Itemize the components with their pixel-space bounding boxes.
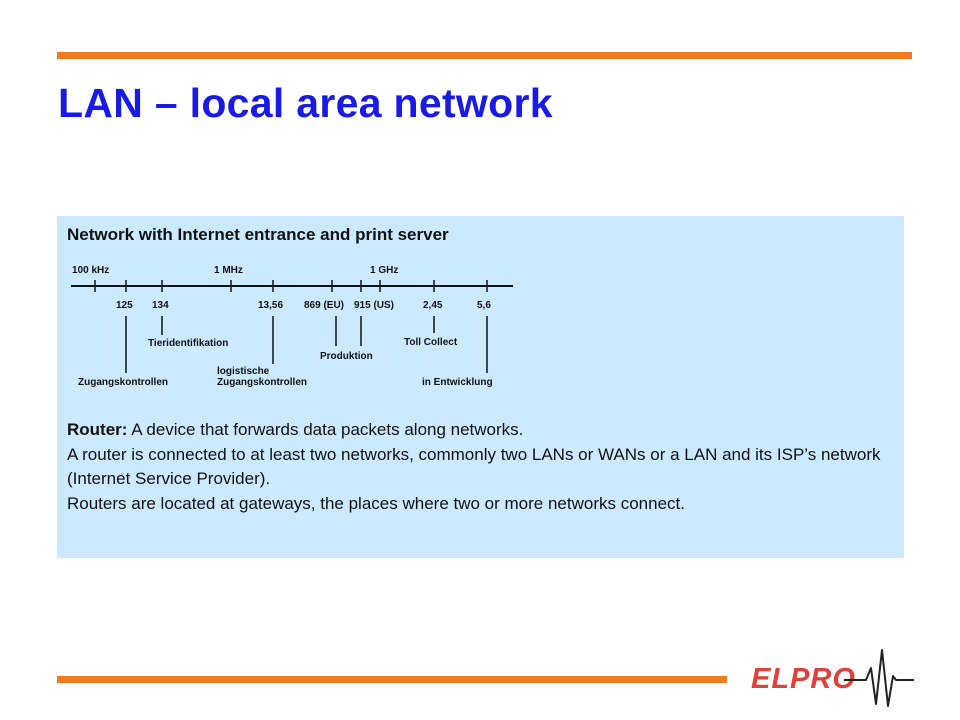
router-description: Router: A device that forwards data pack… — [67, 418, 897, 516]
logo-pulse-icon — [844, 649, 914, 707]
label-125: 125 — [116, 300, 133, 311]
callout-logistische-zugangskontrollen: Zugangskontrollen — [217, 377, 307, 388]
label-134: 134 — [152, 300, 169, 311]
frequency-diagram: 100 kHz 1 MHz 1 GHz 125 134 13,56 869 (E… — [71, 265, 513, 388]
bottom-accent-bar — [57, 676, 727, 683]
logo-text: ELPRO — [751, 663, 856, 695]
panel-heading: Network with Internet entrance and print… — [67, 225, 449, 244]
label-869-eu: 869 (EU) — [304, 300, 344, 311]
callout-toll-collect: Toll Collect — [404, 337, 458, 348]
router-definition-text: A device that forwards data packets alon… — [127, 420, 524, 439]
top-accent-bar — [57, 52, 912, 59]
label-1mhz: 1 MHz — [214, 265, 243, 276]
label-100khz: 100 kHz — [72, 265, 109, 276]
router-definition: Router: A device that forwards data pack… — [67, 418, 897, 443]
router-term: Router: — [67, 420, 128, 439]
callout-zugangskontrollen: Zugangskontrollen — [78, 377, 168, 388]
callout-in-entwicklung: in Entwicklung — [422, 377, 493, 388]
label-915-us: 915 (US) — [354, 300, 394, 311]
label-13-56: 13,56 — [258, 300, 283, 311]
slide-title: LAN – local area network — [58, 80, 553, 126]
router-location-text: Routers are located at gateways, the pla… — [67, 493, 685, 513]
callout-logistische: logistische — [217, 366, 270, 377]
callout-produktion: Produktion — [320, 351, 373, 362]
label-5-6: 5,6 — [477, 300, 491, 311]
label-2-45: 2,45 — [423, 300, 443, 311]
content-panel: Network with Internet entrance and print… — [57, 216, 904, 558]
router-connection-text: A router is connected to at least two ne… — [67, 444, 881, 489]
label-1ghz: 1 GHz — [370, 265, 398, 276]
elpro-logo: ELPRO — [751, 649, 914, 707]
callout-tieridentifikation: Tieridentifikation — [148, 338, 228, 349]
